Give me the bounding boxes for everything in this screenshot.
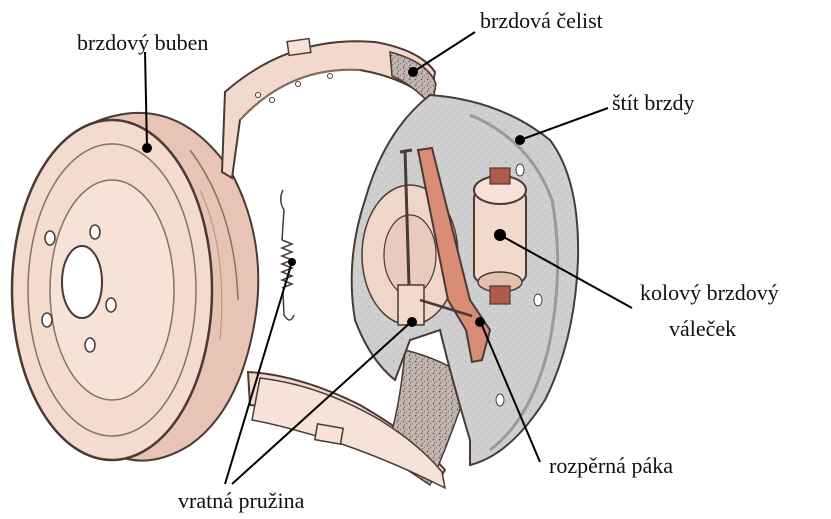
lower-brake-shoe: [248, 350, 470, 488]
label-brake-shoe: brzdová čelist: [480, 10, 603, 32]
label-backplate: štít brzdy: [612, 92, 695, 114]
return-spring: [281, 190, 296, 320]
callout-backplate: [520, 108, 608, 140]
label-wheel-cylinder-line1: kolový brzdový: [640, 282, 779, 304]
label-wheel-cylinder-line2: váleček: [669, 318, 736, 340]
label-spreader-lever: rozpěrná páka: [549, 455, 673, 477]
label-return-spring: vratná pružina: [178, 490, 304, 512]
callout-shoe: [413, 32, 475, 72]
label-brake-drum: brzdový buben: [77, 32, 208, 54]
